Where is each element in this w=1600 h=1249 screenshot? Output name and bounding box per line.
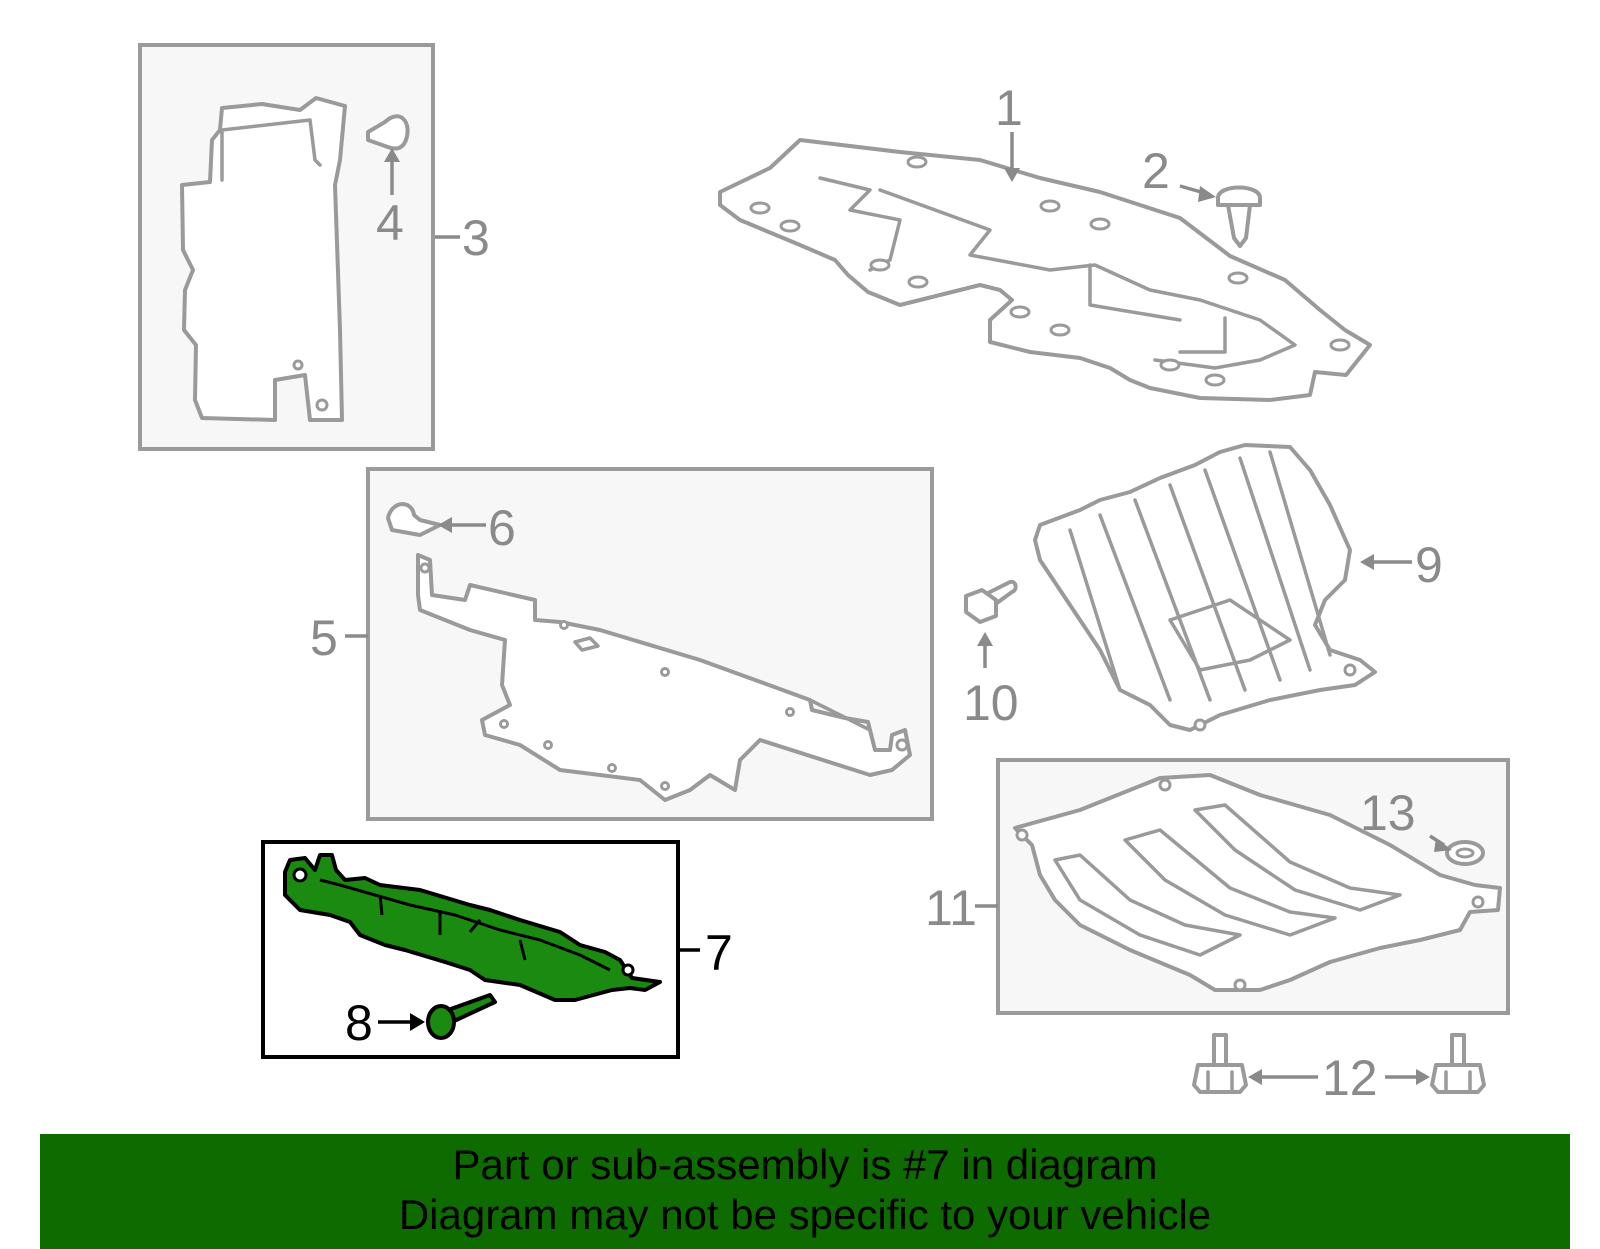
- part-13-washer[interactable]: [1445, 840, 1485, 866]
- part-9-heat-shield[interactable]: [1033, 443, 1377, 732]
- callout-8: 8: [345, 995, 373, 1051]
- part-7-box: [261, 840, 700, 1059]
- callout-1: 1: [995, 80, 1023, 136]
- part-3-box: [138, 43, 460, 451]
- part-1-plate[interactable]: [718, 138, 1372, 402]
- callout-9: 9: [1415, 537, 1443, 593]
- part-2-clip[interactable]: [1216, 185, 1262, 248]
- callout-3: 3: [462, 210, 490, 266]
- callout-7: 7: [705, 925, 733, 981]
- part-12-bolt-left[interactable]: [1192, 1033, 1248, 1094]
- callout-11: 11: [925, 880, 977, 936]
- callout-2: 2: [1142, 143, 1170, 199]
- part-10-bolt[interactable]: [964, 579, 1018, 624]
- part-11-box: [975, 758, 1510, 1015]
- callout-13: 13: [1360, 785, 1416, 841]
- info-banner: Part or sub-assembly is #7 in diagram Di…: [40, 1134, 1570, 1249]
- banner-line-1: Part or sub-assembly is #7 in diagram: [452, 1141, 1158, 1188]
- callout-12: 12: [1322, 1050, 1378, 1106]
- part-12-bolt-right[interactable]: [1430, 1033, 1486, 1094]
- banner-line-2: Diagram may not be specific to your vehi…: [398, 1191, 1212, 1238]
- callout-5: 5: [310, 610, 338, 666]
- callout-10: 10: [963, 675, 1019, 731]
- part-5-shield[interactable]: [416, 553, 912, 802]
- callout-6: 6: [488, 500, 516, 556]
- part-5-box: [345, 467, 934, 821]
- callout-4: 4: [376, 195, 404, 251]
- part-11-skid-plate[interactable]: [1013, 773, 1502, 992]
- part-8-screw[interactable]: [426, 993, 497, 1040]
- part-6-clip[interactable]: [386, 502, 442, 537]
- part-4-clip[interactable]: [366, 114, 410, 151]
